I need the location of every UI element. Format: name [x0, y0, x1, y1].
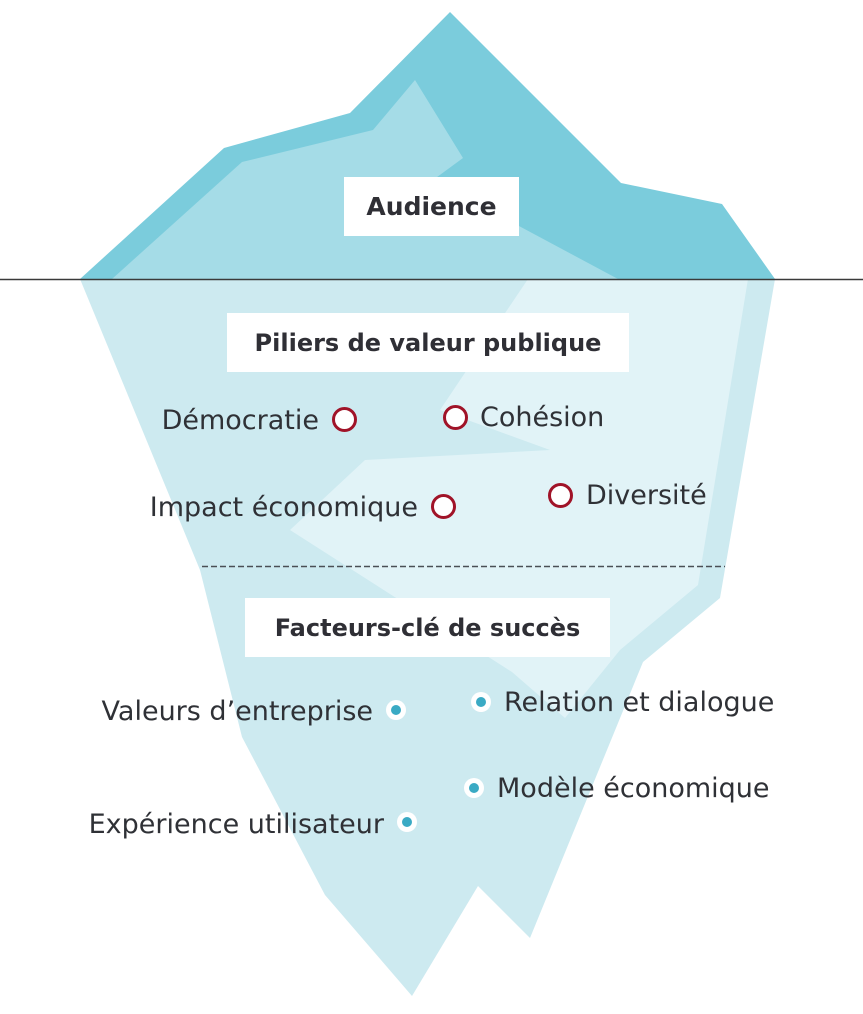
facteur-label: Expérience utilisateur — [88, 809, 384, 840]
facteur-label: Relation et dialogue — [504, 687, 775, 718]
pilier-label: Impact économique — [149, 492, 418, 523]
pilier-label: Diversité — [586, 480, 707, 511]
ring-icon — [431, 494, 456, 519]
pilier-label: Démocratie — [161, 405, 319, 436]
facteurs-title: Facteurs-clé de succès — [245, 598, 610, 657]
piliers-title: Piliers de valeur publique — [227, 313, 629, 372]
facteur-label: Valeurs d’entreprise — [101, 696, 373, 727]
ring-icon — [332, 407, 357, 432]
dot-icon — [397, 812, 417, 832]
dot-icon — [386, 700, 406, 720]
facteur-label: Modèle économique — [497, 773, 770, 804]
ring-icon — [443, 405, 468, 430]
pilier-label: Cohésion — [480, 402, 605, 433]
iceberg-light-facet — [290, 279, 748, 718]
audience-title: Audience — [344, 177, 519, 236]
dot-icon — [471, 692, 491, 712]
dot-icon — [464, 778, 484, 798]
ring-icon — [548, 483, 573, 508]
